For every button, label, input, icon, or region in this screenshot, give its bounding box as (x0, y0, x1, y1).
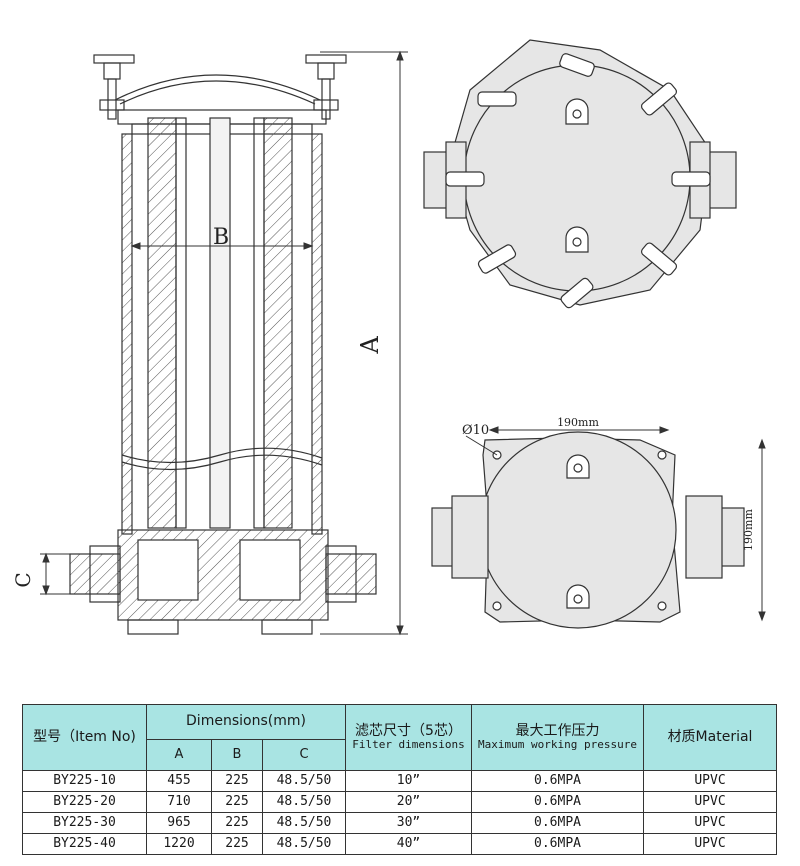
col-a-header: A (146, 739, 212, 771)
filter-header-en: Filter dimensions (352, 738, 465, 752)
b-cell: 225 (211, 770, 263, 792)
side-section-view (69, 54, 377, 635)
pressure-header-en: Maximum working pressure (478, 738, 637, 752)
b-cell: 225 (211, 812, 263, 834)
dimensions-header: Dimensions(mm) (146, 704, 346, 740)
filter-cell: 20” (345, 791, 472, 813)
dim-b-label: B (213, 225, 229, 250)
base-dimensions (465, 426, 766, 622)
filter-cartridge-1 (147, 117, 177, 529)
width-label-side: 190mm (742, 509, 755, 551)
c-cell: 48.5/50 (262, 791, 346, 813)
pressure-cell: 0.6MPA (471, 791, 644, 813)
material-cell: UPVC (643, 770, 777, 792)
pressure-header: 最大工作压力 Maximum working pressure (471, 704, 644, 771)
spec-table: 型号（Item No) Dimensions(mm) 滤芯尺寸（5芯） Filt… (22, 704, 777, 855)
a-cell: 965 (146, 812, 212, 834)
filter-header: 滤芯尺寸（5芯） Filter dimensions (345, 704, 472, 771)
material-header: 材质Material (643, 704, 777, 771)
filter-cell: 40” (345, 833, 472, 855)
a-cell: 1220 (146, 833, 212, 855)
dimension-c (40, 552, 90, 596)
item-cell: BY225-20 (22, 791, 147, 813)
dim-c-label: C (11, 572, 35, 587)
dimension-a (320, 50, 408, 636)
c-cell: 48.5/50 (262, 833, 346, 855)
a-cell: 455 (146, 770, 212, 792)
pressure-header-cn: 最大工作压力 (515, 722, 600, 739)
technical-drawings: B A C (11, 39, 766, 636)
item-cell: BY225-30 (22, 812, 147, 834)
pressure-cell: 0.6MPA (471, 812, 644, 834)
filter-cartridge-2 (263, 117, 293, 529)
material-cell: UPVC (643, 791, 777, 813)
b-cell: 225 (211, 791, 263, 813)
filter-cell: 30” (345, 812, 472, 834)
table-row: BY225-10 455 225 48.5/50 10” 0.6MPA UPVC (22, 770, 777, 792)
c-cell: 48.5/50 (262, 812, 346, 834)
hole-diameter-label: Ø10 (462, 423, 489, 438)
table-row: BY225-30 965 225 48.5/50 30” 0.6MPA UPVC (22, 812, 777, 834)
item-header: 型号（Item No) (22, 704, 147, 771)
item-cell: BY225-40 (22, 833, 147, 855)
b-cell: 225 (211, 833, 263, 855)
dimension-b (130, 242, 314, 250)
lid-clamp-left (93, 54, 135, 120)
filter-core-center (209, 117, 231, 529)
table-row: BY225-40 1220 225 48.5/50 40” 0.6MPA UPV… (22, 833, 777, 855)
clamp-knobs (445, 53, 711, 309)
table-row: BY225-20 710 225 48.5/50 20” 0.6MPA UPVC (22, 791, 777, 813)
base-view (431, 431, 745, 629)
filter-cell: 10” (345, 770, 472, 792)
pressure-cell: 0.6MPA (471, 770, 644, 792)
dim-a-label: A (356, 336, 384, 355)
c-cell: 48.5/50 (262, 770, 346, 792)
width-label-top: 190mm (557, 416, 599, 429)
col-b-header: B (211, 739, 263, 771)
pressure-cell: 0.6MPA (471, 833, 644, 855)
item-cell: BY225-10 (22, 770, 147, 792)
a-cell: 710 (146, 791, 212, 813)
material-cell: UPVC (643, 812, 777, 834)
material-cell: UPVC (643, 833, 777, 855)
col-c-header: C (262, 739, 346, 771)
filter-header-cn: 滤芯尺寸（5芯） (355, 722, 462, 739)
